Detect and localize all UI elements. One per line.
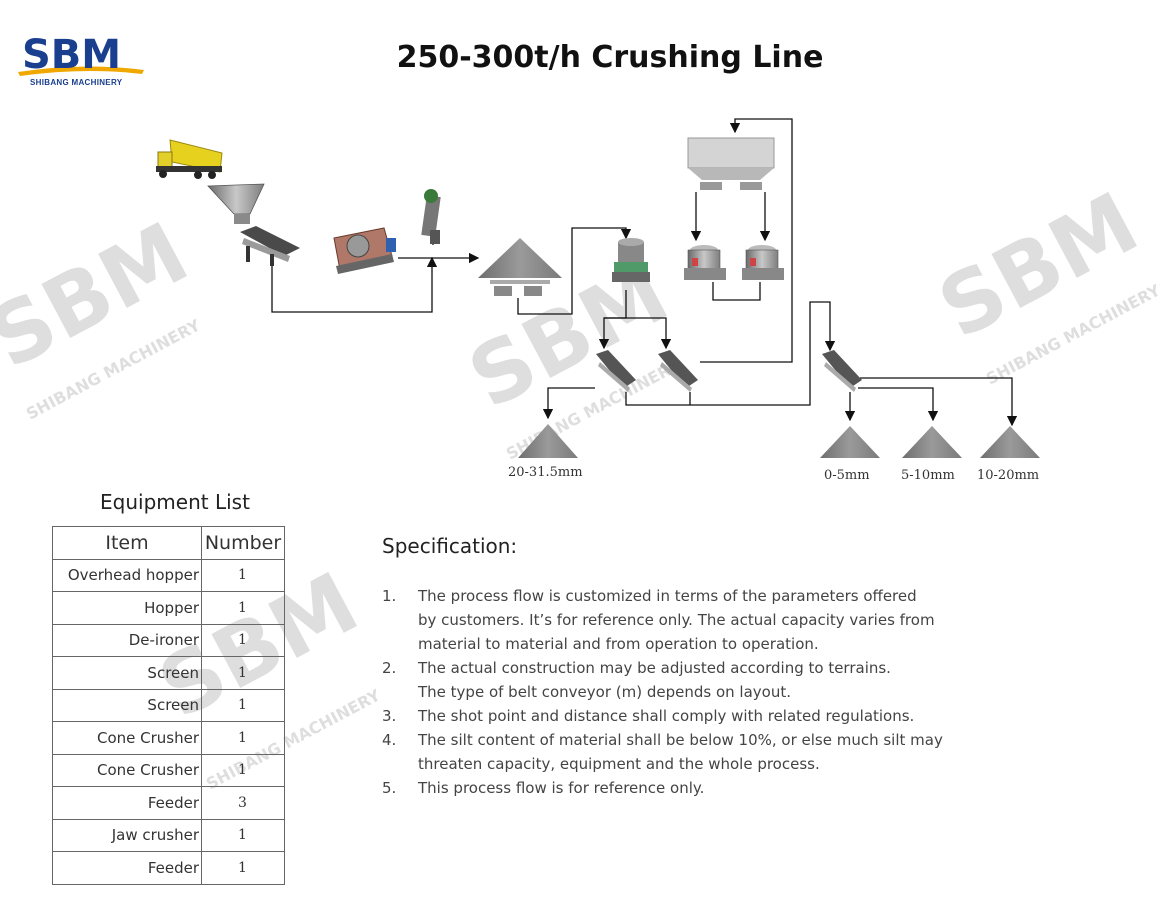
list-item-number: 1.: [382, 587, 397, 605]
list-item-line: threaten capacity, equipment and the who…: [418, 755, 820, 773]
equipment-item: Screen: [52, 656, 202, 690]
specification-list: 1. The process flow is customized in term…: [382, 584, 1002, 800]
list-item-text: The silt content of material shall be be…: [418, 728, 1002, 776]
page-title: 250-300t/h Crushing Line: [396, 40, 824, 75]
list-item: 5. This process flow is for reference onl…: [382, 776, 1002, 800]
list-item-line: by customers. It’s for reference only. T…: [418, 611, 935, 629]
list-item-text: This process flow is for reference only.: [418, 776, 1002, 800]
table-header-row: Item Number: [52, 526, 285, 560]
list-item-number: 2.: [382, 659, 397, 677]
cone-crusher-icon: [684, 245, 726, 280]
product-pile-20-31.5mm: [518, 424, 578, 458]
product-pile-5-10mm: [902, 426, 962, 458]
equipment-item: Feeder: [52, 786, 202, 820]
list-item-number: 5.: [382, 779, 397, 797]
list-item-line: The type of belt conveyor (m) depends on…: [418, 683, 791, 701]
logo-subtitle: SHIBANG MACHINERY: [30, 78, 123, 87]
dump-truck-icon: [156, 139, 223, 179]
equipment-number: 1: [201, 558, 285, 592]
screen-icon: [822, 350, 862, 392]
list-item: 3. The shot point and distance shall comp…: [382, 704, 1002, 728]
feeder-icon: [240, 226, 300, 266]
equipment-number: 1: [201, 656, 285, 690]
equipment-item: Feeder: [52, 851, 202, 885]
screen-icon: [658, 350, 698, 392]
list-item: 4. The silt content of material shall be …: [382, 728, 1002, 776]
list-item-text: The process flow is customized in terms …: [418, 584, 1002, 656]
process-flow-diagram: [156, 118, 1040, 458]
pile-label: 10-20mm: [977, 468, 1040, 483]
sbm-logo: SBM: [18, 32, 144, 78]
equipment-item: Hopper: [52, 591, 202, 625]
equipment-item: Cone Crusher: [52, 721, 202, 755]
equipment-number: 1: [201, 688, 285, 722]
flow-lines: [271, 118, 1018, 427]
equipment-number: 1: [201, 591, 285, 625]
cone-crusher-icon: [612, 238, 650, 282]
list-item: 2. The actual construction may be adjuste…: [382, 656, 1002, 704]
list-item-line: This process flow is for reference only.: [418, 779, 705, 797]
list-item-number: 4.: [382, 731, 397, 749]
stockpile-icon: [478, 238, 562, 296]
jaw-crusher-icon: [333, 227, 396, 274]
pile-label: 20-31.5mm: [508, 465, 583, 480]
list-item-line: The shot point and distance shall comply…: [418, 707, 915, 725]
pile-label: 5-10mm: [901, 468, 955, 483]
list-item-line: The actual construction may be adjusted …: [418, 659, 891, 677]
column-header-item: Item: [52, 526, 202, 560]
list-item-line: The silt content of material shall be be…: [418, 731, 943, 749]
equipment-list-title: Equipment List: [100, 490, 250, 514]
screen-icon: [596, 350, 636, 392]
specification-title: Specification:: [382, 534, 518, 558]
product-pile-0-5mm: [820, 426, 880, 458]
equipment-item: Cone Crusher: [52, 753, 202, 787]
list-item-number: 3.: [382, 707, 397, 725]
list-item-line: The process flow is customized in terms …: [418, 587, 917, 605]
product-pile-10-20mm: [980, 426, 1040, 458]
equipment-number: 1: [201, 721, 285, 755]
pile-label: 0-5mm: [824, 468, 870, 483]
list-item: 1. The process flow is customized in term…: [382, 584, 1002, 656]
equipment-item: Jaw crusher: [52, 818, 202, 852]
list-item-text: The actual construction may be adjusted …: [418, 656, 1002, 704]
equipment-number: 1: [201, 851, 285, 885]
list-item-line: material to material and from operation …: [418, 635, 819, 653]
equipment-item: Overhead hopper: [52, 558, 202, 592]
column-header-number: Number: [201, 526, 285, 560]
cone-crusher-icon: [742, 245, 784, 280]
list-item-text: The shot point and distance shall comply…: [418, 704, 1002, 728]
hopper-icon: [207, 183, 265, 224]
de-ironer-icon: [421, 189, 441, 244]
logo-wordmark: SBM: [22, 32, 121, 78]
equipment-item: De-ironer: [52, 623, 202, 657]
equipment-number: 1: [201, 623, 285, 657]
equipment-number: 3: [201, 786, 285, 820]
equipment-number: 1: [201, 753, 285, 787]
equipment-number: 1: [201, 818, 285, 852]
equipment-item: Screen: [52, 688, 202, 722]
overhead-hopper-icon: [687, 137, 775, 190]
